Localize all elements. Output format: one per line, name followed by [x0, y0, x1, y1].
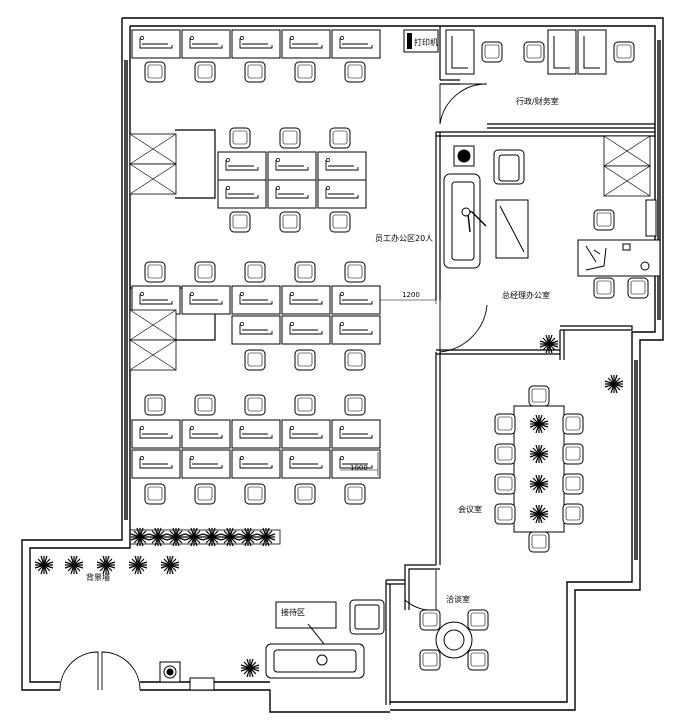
- negotiation-room-label: 洽谈室: [446, 594, 470, 604]
- admin-furniture: [445, 29, 635, 75]
- staff-office-label: 员工办公区20人: [375, 233, 433, 243]
- landscape-wall-label: 背景墙: [86, 572, 110, 582]
- outer-walls: [21, 17, 664, 713]
- gm-office-furniture: [443, 145, 661, 299]
- reception-furniture: [159, 599, 385, 691]
- corridor-dimension: [379, 296, 437, 304]
- meeting-room-furniture: [494, 385, 584, 553]
- workstation-row-1: [131, 29, 381, 83]
- admin-finance-label: 行政/财务室: [516, 96, 559, 106]
- workstation-cluster-2: [217, 127, 367, 233]
- reception-label: 接待区: [281, 607, 305, 617]
- storage-cabinets: [129, 133, 651, 371]
- desk-dimension: [340, 452, 379, 476]
- workstation-cluster-4: [131, 394, 381, 505]
- printer-label: 打印机: [414, 37, 438, 47]
- printer-unit: [403, 29, 439, 53]
- corridor-dimension-text: 1200: [402, 291, 420, 299]
- negotiation-furniture: [419, 609, 489, 671]
- gm-office-label: 总经理办公室: [502, 290, 550, 300]
- partitions: [130, 26, 655, 705]
- meeting-room-label: 会议室: [458, 504, 482, 514]
- desk-dimension-text: 1000: [350, 464, 368, 472]
- landscape-wall: [34, 334, 624, 575]
